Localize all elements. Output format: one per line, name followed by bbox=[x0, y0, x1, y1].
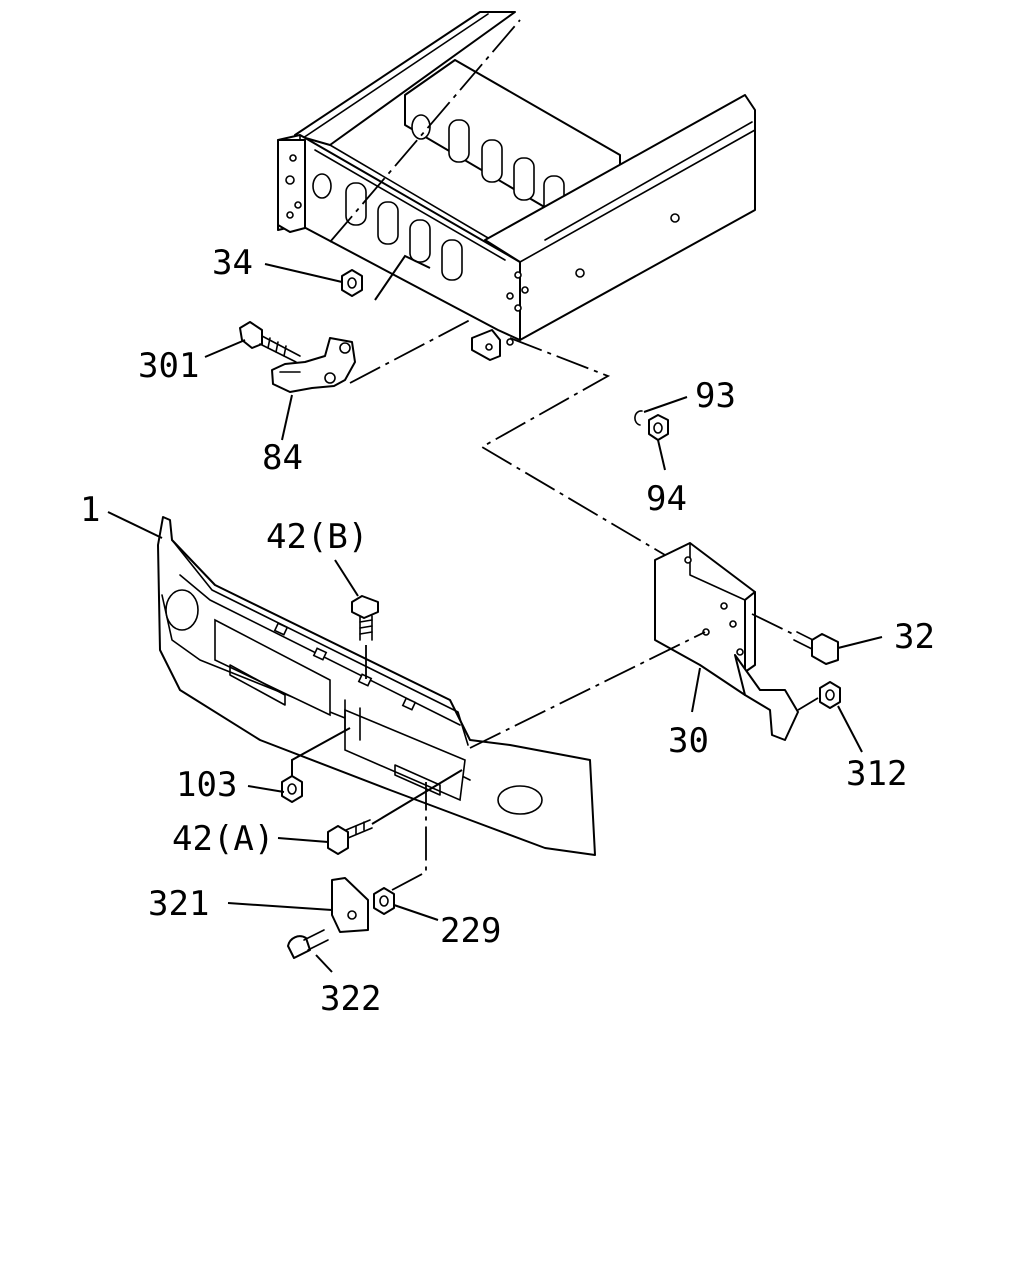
callout-1: 1 bbox=[80, 490, 100, 530]
bolt-301 bbox=[239, 321, 301, 363]
callout-30: 30 bbox=[668, 721, 709, 761]
tow-hook-84 bbox=[271, 254, 471, 393]
nut-103 bbox=[281, 727, 351, 803]
leader-lines bbox=[107, 263, 883, 973]
callout-labels: 34 301 84 93 94 1 42(B) 32 30 312 103 42… bbox=[80, 243, 935, 1019]
callout-322: 322 bbox=[320, 979, 381, 1019]
screw-322 bbox=[287, 929, 329, 959]
callout-229: 229 bbox=[440, 911, 501, 951]
clip-93 bbox=[634, 410, 643, 426]
callout-42b: 42(B) bbox=[266, 517, 368, 557]
bracket-30 bbox=[654, 542, 799, 741]
callout-34: 34 bbox=[212, 243, 253, 283]
callout-93: 93 bbox=[695, 376, 736, 416]
callout-103: 103 bbox=[176, 765, 237, 805]
callout-42a: 42(A) bbox=[172, 819, 274, 859]
callout-94: 94 bbox=[646, 479, 687, 519]
nut-229 bbox=[373, 782, 427, 915]
chassis-frame bbox=[277, 11, 756, 361]
bolt-42b bbox=[351, 595, 379, 685]
nut-312 bbox=[797, 681, 841, 711]
callout-321: 321 bbox=[148, 884, 209, 924]
callout-301: 301 bbox=[138, 346, 199, 386]
bolt-42a bbox=[327, 769, 463, 855]
bracket-321 bbox=[331, 877, 369, 933]
callout-32: 32 bbox=[894, 617, 935, 657]
bolt-32 bbox=[751, 613, 839, 665]
nut-34 bbox=[341, 269, 363, 297]
callout-312: 312 bbox=[846, 754, 907, 794]
callout-84: 84 bbox=[262, 438, 303, 478]
bumper-1 bbox=[157, 516, 596, 856]
nut-94 bbox=[648, 414, 669, 441]
